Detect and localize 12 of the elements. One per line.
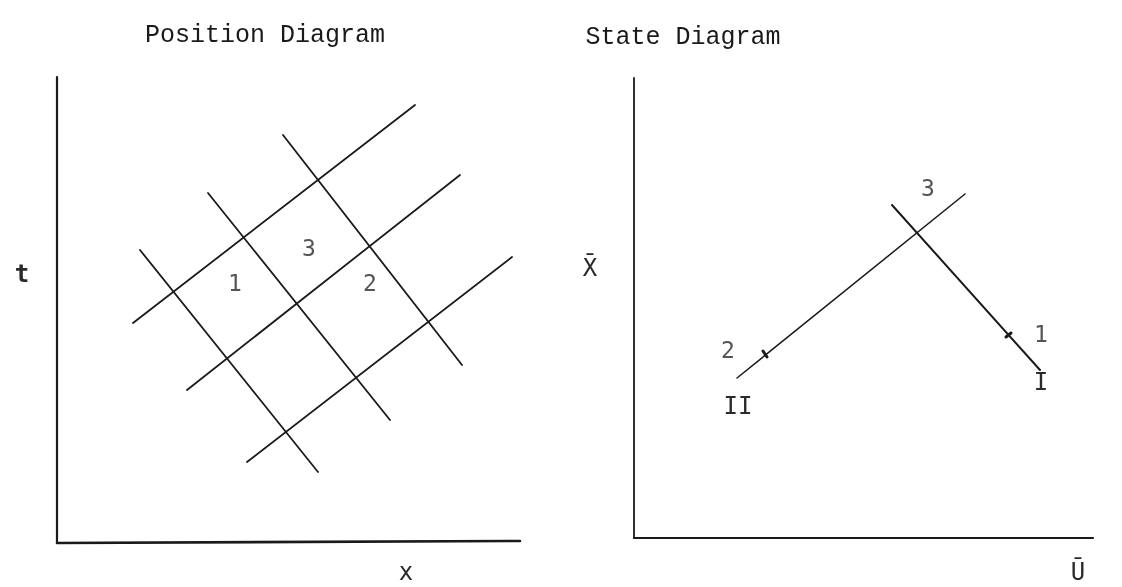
- axis-label: I: [1033, 370, 1049, 394]
- region-number: 2: [721, 338, 735, 362]
- axis-label: II: [723, 394, 753, 418]
- region-number: 1: [228, 271, 242, 295]
- axis-label: t: [14, 262, 30, 286]
- panel-heading: State Diagram: [585, 24, 781, 50]
- region-number: 3: [921, 176, 935, 200]
- region-number: 1: [1034, 322, 1048, 346]
- region-number: 3: [302, 236, 316, 260]
- axis-label: x: [398, 560, 414, 584]
- region-number: 2: [363, 271, 377, 295]
- panel-heading: Position Diagram: [145, 22, 385, 48]
